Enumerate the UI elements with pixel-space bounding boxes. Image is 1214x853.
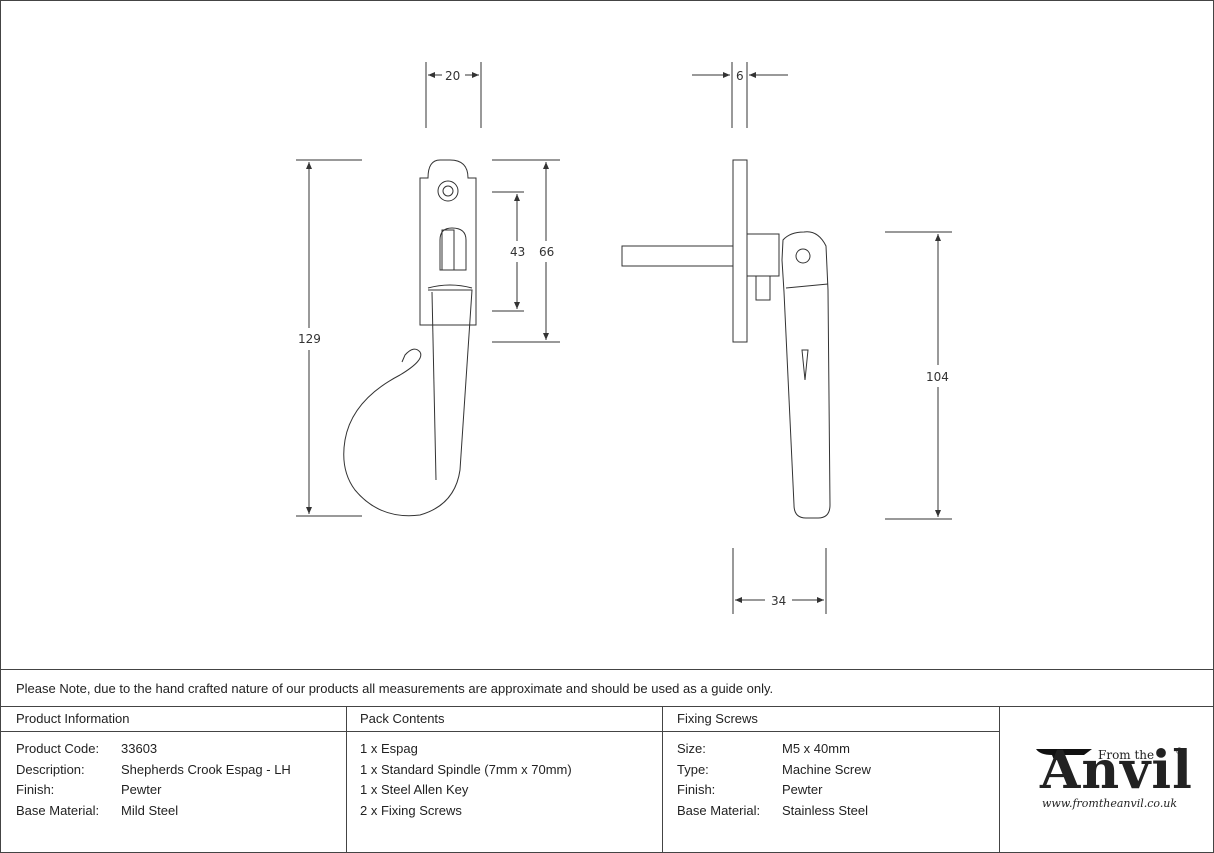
technical-drawing: 20 6 129 43 66 104 34 <box>296 62 952 614</box>
screw-material-value: Stainless Steel <box>782 803 868 818</box>
logo-from-the: From the <box>1098 748 1155 762</box>
table-top-rule <box>0 669 1214 670</box>
header-bottom-rule <box>0 731 1000 732</box>
pack-contents-header: Pack Contents <box>360 711 445 726</box>
screw-material-label: Base Material: <box>677 803 761 818</box>
logo-url: www.fromtheanvil.co.uk <box>1042 797 1178 810</box>
dim-plate-height: 66 <box>539 245 554 259</box>
screw-finish-label: Finish: <box>677 782 716 797</box>
description-value: Shepherds Crook Espag - LH <box>121 762 291 777</box>
screw-type-value: Machine Screw <box>782 762 871 777</box>
front-view <box>343 159 477 517</box>
logo-anvil: Anvil <box>1040 740 1193 801</box>
dim-overall-height: 129 <box>298 332 321 346</box>
dim-projection: 34 <box>771 594 786 608</box>
screw-size-label: Size: <box>677 741 706 756</box>
base-material-value: Mild Steel <box>121 803 179 818</box>
note-bottom-rule <box>0 706 1214 707</box>
logo-registered: ® <box>1176 746 1183 756</box>
pack-item: 1 x Standard Spindle (7mm x 70mm) <box>360 762 572 777</box>
screw-finish-value: Pewter <box>782 782 823 797</box>
fixing-screws-header: Fixing Screws <box>677 711 758 726</box>
side-view <box>621 159 831 519</box>
dim-side-thickness: 6 <box>736 69 744 83</box>
pack-item: 2 x Fixing Screws <box>360 803 462 818</box>
screw-type-label: Type: <box>677 762 709 777</box>
product-code-value: 33603 <box>121 741 158 756</box>
pack-item: 1 x Espag <box>360 741 418 756</box>
screw-size-value: M5 x 40mm <box>782 741 850 756</box>
anvil-icon <box>1036 749 1092 760</box>
product-info-header: Product Information <box>16 711 130 726</box>
base-material-label: Base Material: <box>16 803 100 818</box>
column-divider-1 <box>346 706 347 853</box>
product-code-label: Product Code: <box>16 741 100 756</box>
dim-inner-height: 43 <box>510 245 525 259</box>
finish-label: Finish: <box>16 782 55 797</box>
dim-top-width: 20 <box>445 69 460 83</box>
dimension-lines <box>296 62 952 614</box>
finish-value: Pewter <box>121 782 162 797</box>
measurement-note: Please Note, due to the hand crafted nat… <box>16 681 774 696</box>
description-label: Description: <box>16 762 85 777</box>
column-divider-2 <box>662 706 663 853</box>
column-divider-3 <box>999 706 1000 853</box>
dim-handle-length: 104 <box>926 370 949 384</box>
pack-item: 1 x Steel Allen Key <box>360 782 469 797</box>
